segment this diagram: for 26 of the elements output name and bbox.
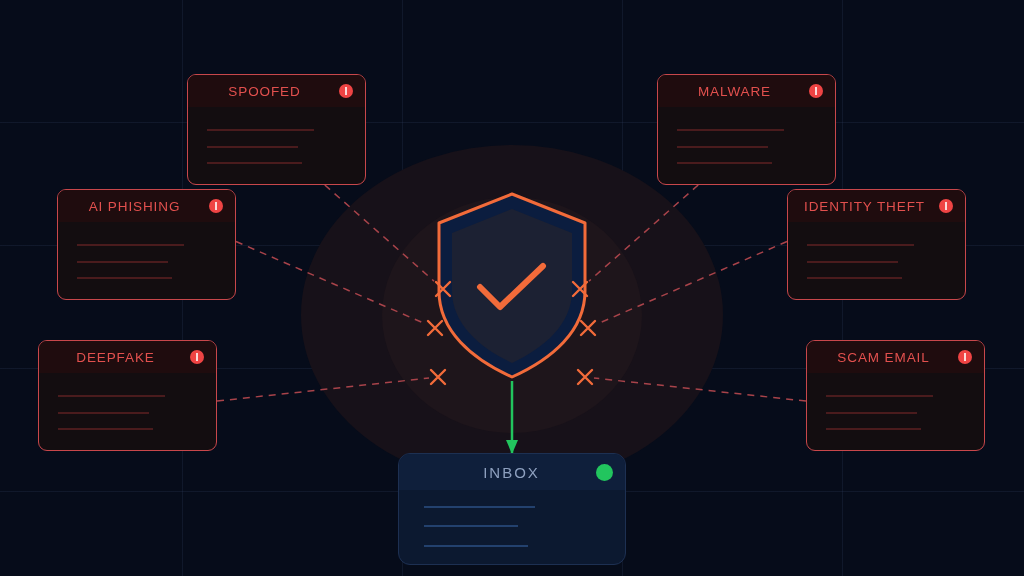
threat-card: [787, 189, 966, 300]
card-title: SPOOFED: [227, 83, 302, 99]
cross-mark-icon: [576, 368, 594, 386]
card-title: INBOX: [482, 463, 541, 481]
dashed-connector: [593, 377, 807, 402]
threat-card: [806, 340, 985, 451]
arrow: [506, 381, 518, 454]
cross-mark-icon: [434, 280, 452, 298]
dashed-connector: [588, 184, 699, 282]
card-title: IDENTITY THEFT: [803, 198, 926, 214]
cross-mark-icon: [571, 280, 589, 298]
card-title: AI PHISHING: [87, 198, 182, 214]
cross-mark-icon: [579, 319, 597, 337]
threat-card: [657, 74, 836, 185]
threat-card: [57, 189, 236, 300]
dashed-connector: [324, 184, 435, 282]
cross-mark-icon: [426, 319, 444, 337]
card-title: MALWARE: [696, 83, 773, 99]
inbox-card: [398, 453, 626, 565]
shield-check-icon: [436, 191, 588, 381]
card-title: DEEPFAKE: [75, 349, 156, 365]
threat-card: [187, 74, 366, 185]
dashed-connector: [216, 377, 430, 402]
threat-card: [38, 340, 217, 451]
cross-mark-icon: [429, 368, 447, 386]
card-title: SCAM EMAIL: [836, 349, 931, 365]
